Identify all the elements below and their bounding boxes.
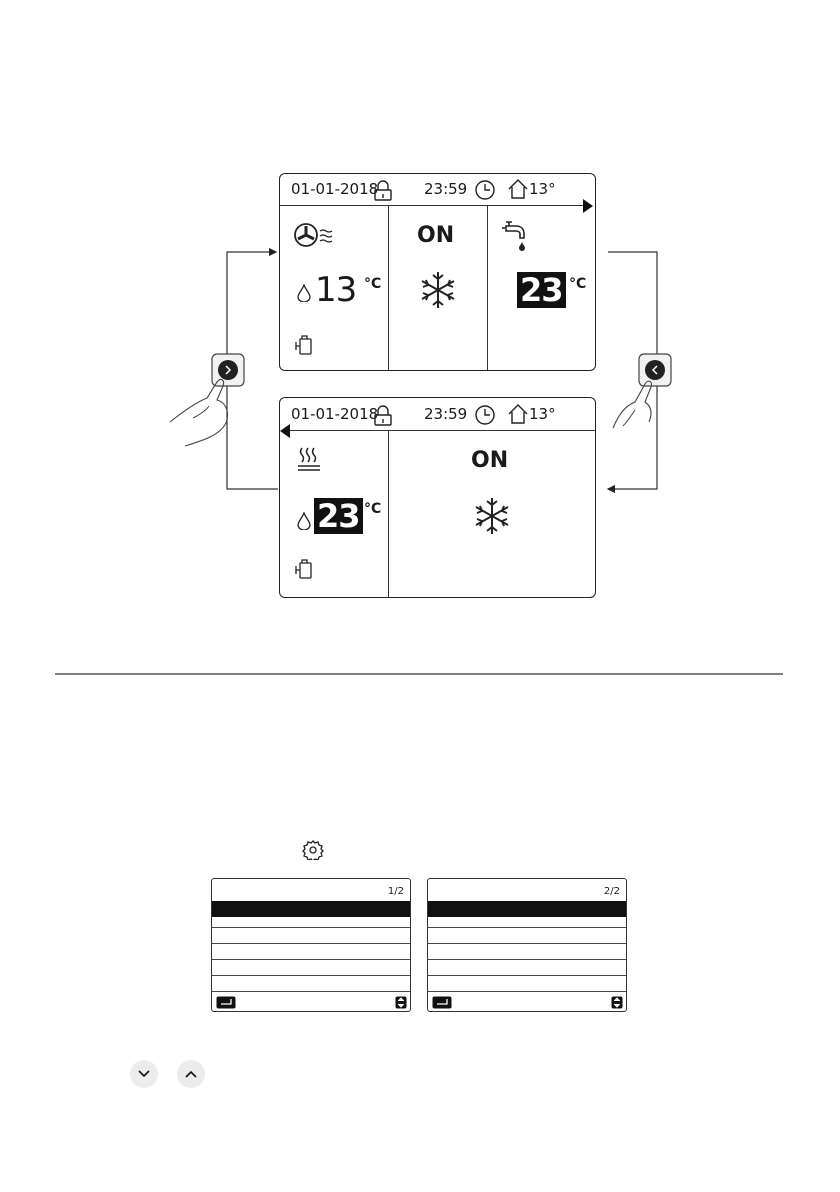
chevron-right-button[interactable] <box>218 360 238 380</box>
chevron-up-icon <box>184 1069 198 1079</box>
enter-icon[interactable] <box>216 996 236 1009</box>
water-temp-unit: °C <box>364 501 381 517</box>
date-label: 01-01-2018 <box>291 180 378 198</box>
chevron-down-icon <box>137 1069 151 1079</box>
water-drop-icon <box>297 512 311 530</box>
tap-icon <box>500 218 534 252</box>
menu-page-2: 2/2 <box>427 878 627 1012</box>
compressor-icon <box>295 558 315 580</box>
selected-menu-row[interactable] <box>212 901 410 917</box>
water-temp-value: 23 <box>314 498 363 534</box>
outdoor-temp-label: 13° <box>529 180 556 198</box>
floor-heating-icon <box>296 446 324 472</box>
menu-page-1: 1/2 <box>211 878 411 1012</box>
status-on-label: ON <box>471 448 508 473</box>
updown-icon[interactable] <box>611 996 623 1009</box>
water-temp-unit: °C <box>364 276 381 292</box>
lock-icon <box>372 180 394 202</box>
arrow-right-indicator <box>583 199 595 213</box>
arrow-left-indicator <box>280 424 292 438</box>
clock-icon <box>474 179 496 201</box>
outdoor-temp-label: 13° <box>529 405 556 423</box>
time-label: 23:59 <box>424 180 467 198</box>
right-button-hand-left <box>165 350 245 450</box>
chevron-right-icon <box>223 365 233 375</box>
dhw-temp-value: 23 <box>517 272 566 308</box>
left-button-hand-right <box>605 350 695 450</box>
snowflake-icon <box>472 496 512 536</box>
snowflake-icon <box>418 270 458 310</box>
selected-menu-row[interactable] <box>428 901 626 917</box>
updown-icon[interactable] <box>395 996 407 1009</box>
home-icon <box>507 403 529 425</box>
dhw-temp-unit: °C <box>569 276 586 292</box>
fan-coil-icon <box>294 222 336 250</box>
chevron-left-button[interactable] <box>645 360 665 380</box>
water-drop-icon <box>297 284 311 302</box>
time-label: 23:59 <box>424 405 467 423</box>
gear-icon <box>302 838 324 860</box>
top-screen: 01-01-2018 23:59 13° 13 °C ON <box>279 173 596 371</box>
down-button[interactable] <box>130 1060 158 1088</box>
up-button[interactable] <box>177 1060 205 1088</box>
home-icon <box>507 178 529 200</box>
compressor-icon <box>295 334 315 356</box>
water-temp-value: 13 <box>315 270 356 310</box>
status-on-label: ON <box>417 223 454 248</box>
clock-icon <box>474 404 496 426</box>
chevron-left-icon <box>650 365 660 375</box>
bottom-screen: 01-01-2018 23:59 13° 23 °C ON <box>279 397 596 598</box>
date-label: 01-01-2018 <box>291 405 378 423</box>
page-indicator: 2/2 <box>604 886 620 897</box>
page-indicator: 1/2 <box>388 886 404 897</box>
lock-icon <box>372 405 394 427</box>
enter-icon[interactable] <box>432 996 452 1009</box>
